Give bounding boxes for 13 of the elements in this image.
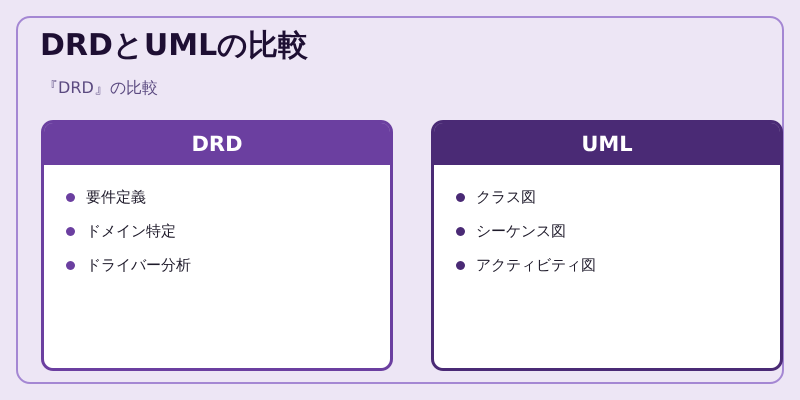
comparison-panel	[16, 16, 784, 384]
card-header: DRD	[44, 123, 390, 165]
list-item-text: クラス図	[476, 187, 536, 208]
page-title: DRDとUMLの比較	[40, 28, 308, 64]
list-item-text: 要件定義	[86, 187, 146, 208]
subtitle: 『DRD』の比較	[42, 78, 158, 98]
card-header: UML	[434, 123, 780, 165]
list-item-text: ドライバー分析	[86, 255, 191, 276]
comparison-card	[431, 120, 783, 371]
comparison-card	[41, 120, 393, 371]
list-item-text: シーケンス図	[476, 221, 566, 242]
list-item-text: アクティビティ図	[476, 255, 596, 276]
list-item-text: ドメイン特定	[86, 221, 176, 242]
